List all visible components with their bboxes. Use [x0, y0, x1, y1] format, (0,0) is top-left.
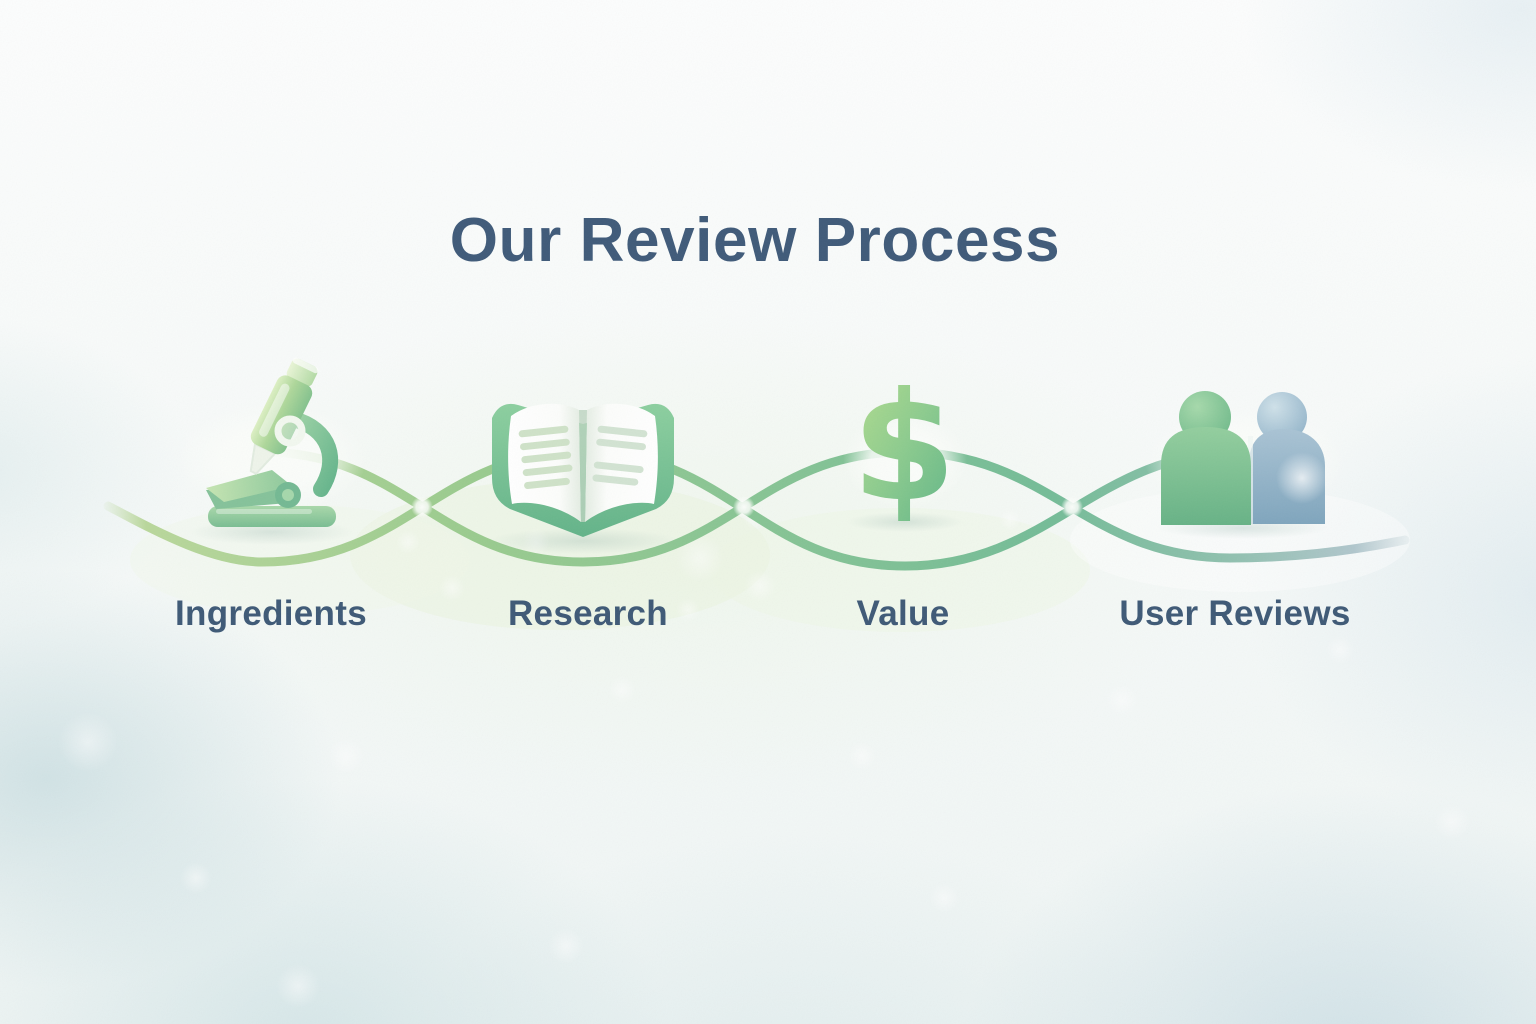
step-label-ingredients: Ingredients — [175, 594, 367, 633]
step-label-research: Research — [507, 594, 668, 633]
dollar-sign-icon: $ — [847, 361, 963, 535]
person-back — [1248, 392, 1328, 524]
dollar-glyph: $ — [852, 361, 956, 535]
page-title: Our Review Process — [449, 205, 1061, 275]
step-label-value: Value — [856, 594, 950, 633]
step-label-user-reviews: User Reviews — [1119, 594, 1351, 633]
